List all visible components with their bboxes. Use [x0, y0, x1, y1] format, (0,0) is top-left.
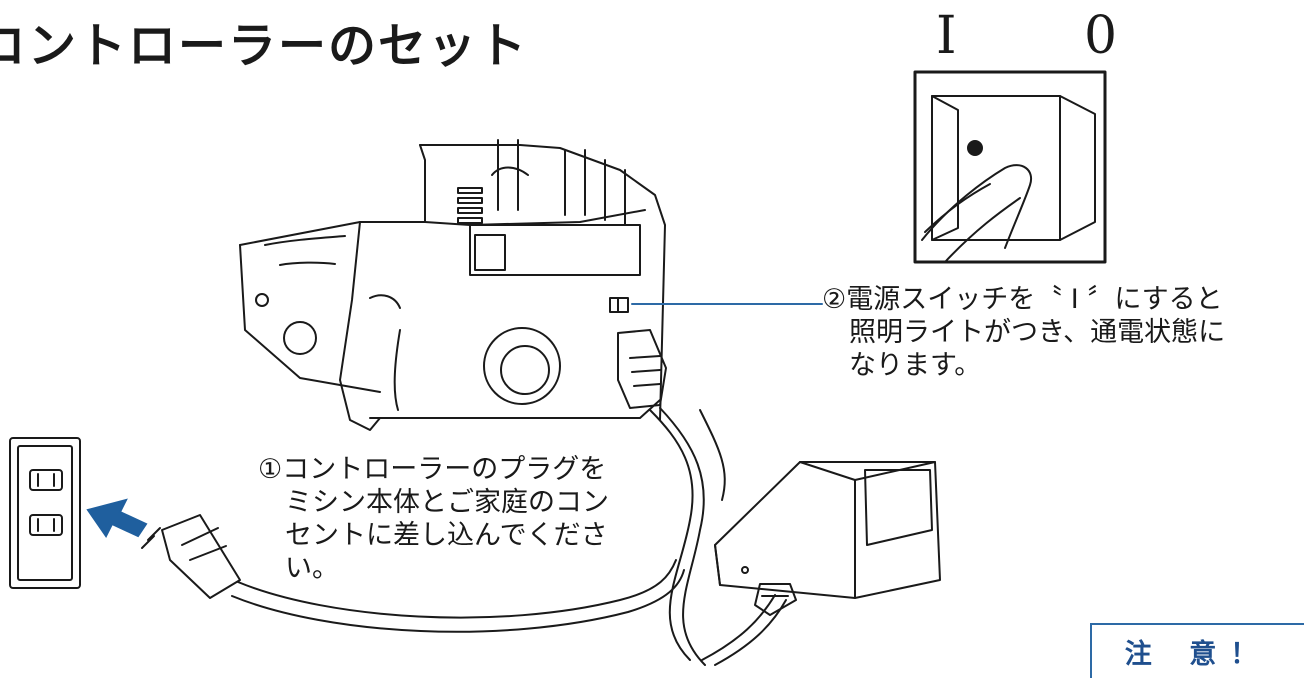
- wall-outlet: [9, 437, 81, 589]
- wall-plug-and-cord: [141, 514, 685, 633]
- sewing-machine: [239, 139, 666, 431]
- foot-controller: [714, 461, 941, 616]
- switch-on-label: I: [936, 6, 957, 66]
- page-title: コントローラーのセット: [0, 18, 529, 74]
- power-switch-closeup: [913, 70, 1107, 264]
- switch-off-label: 0: [1084, 6, 1118, 66]
- caution-label: 注 意！: [1124, 639, 1272, 670]
- switch-position-labels: I 0: [936, 10, 1126, 70]
- step-1-text: ①コントローラーのプラグを ミシン本体とご家庭のコン セントに差し込んでくださ …: [258, 454, 609, 584]
- step-2-text: ②電源スイッチを〝 I 〞にすると 照明ライトがつき、通電状態に なります。: [822, 284, 1226, 381]
- insert-arrow-icon: [86, 498, 148, 538]
- caution-box: 注 意！: [1090, 623, 1304, 678]
